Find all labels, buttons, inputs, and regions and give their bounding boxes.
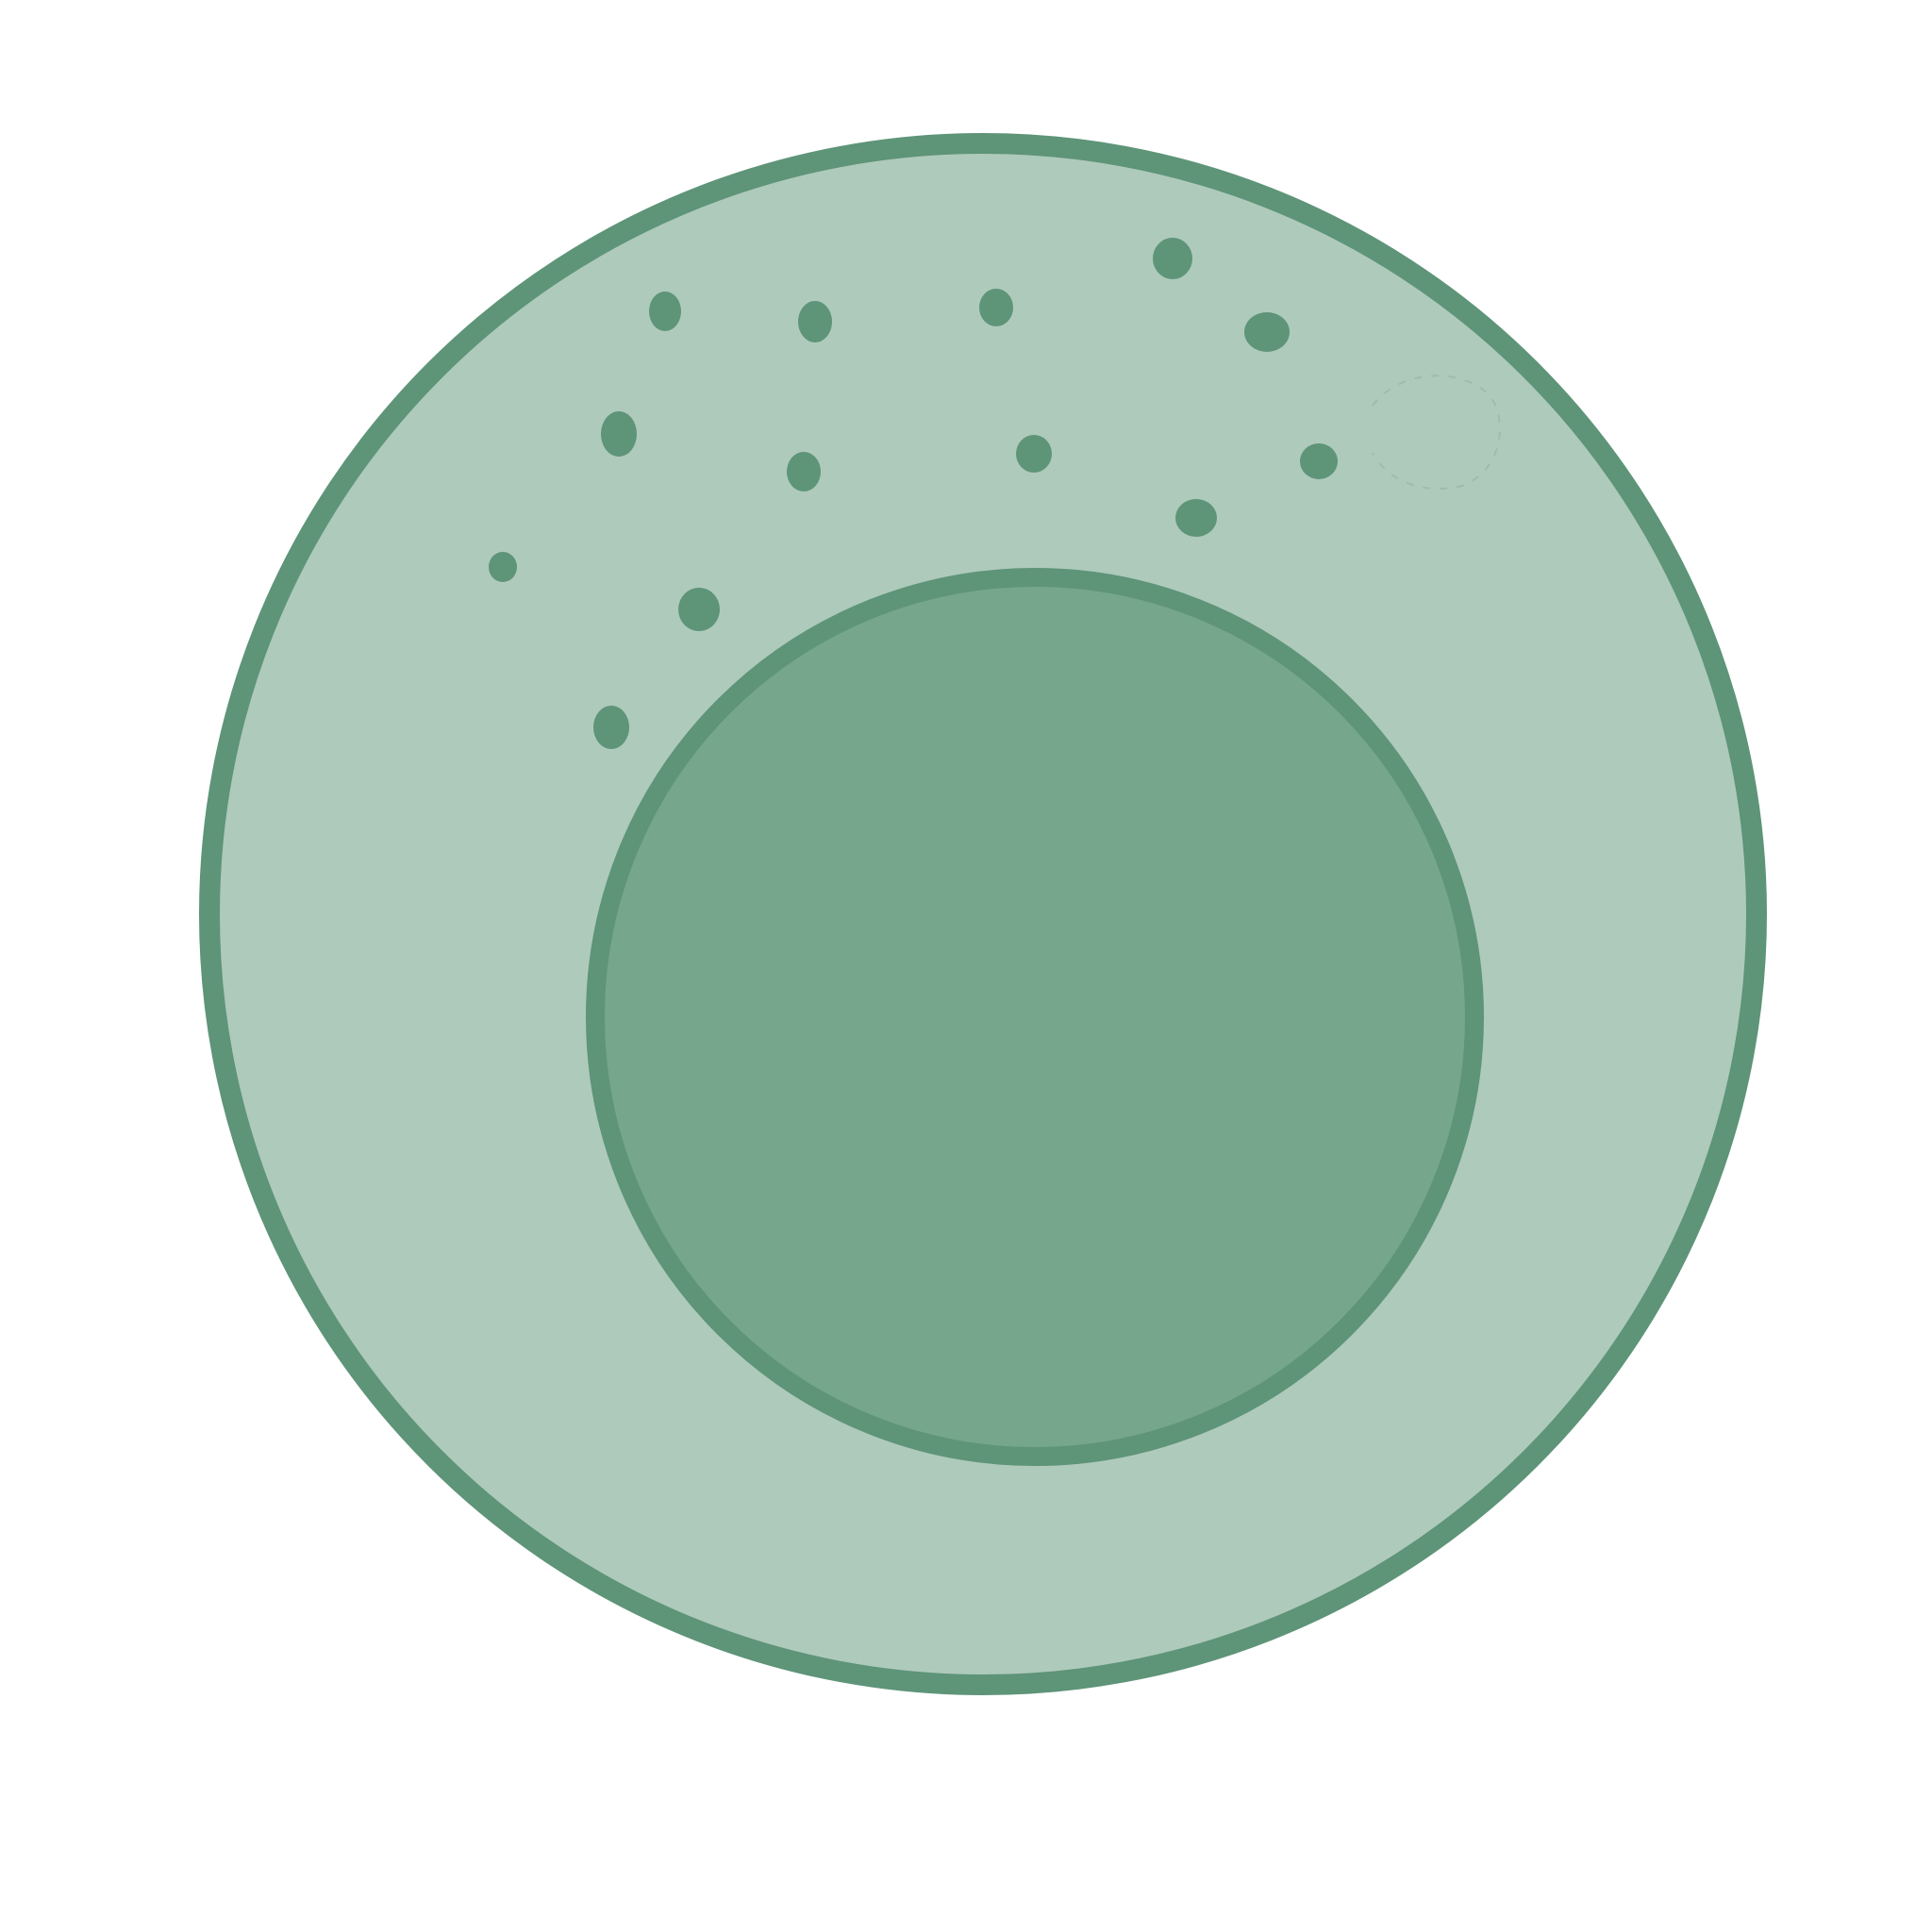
granule [1153, 238, 1192, 279]
granules [489, 238, 1338, 749]
granule [1175, 499, 1217, 537]
nucleus [586, 568, 1484, 1466]
faint-outline-trace [1372, 375, 1501, 491]
granule [798, 301, 832, 342]
granule [601, 411, 637, 457]
granule [1016, 435, 1052, 473]
granule [593, 706, 629, 749]
granule [979, 289, 1013, 326]
granule [1300, 443, 1338, 479]
granule [678, 588, 720, 631]
granule [649, 291, 681, 331]
granule [1244, 312, 1290, 352]
granule [489, 552, 517, 582]
granule [787, 452, 821, 491]
